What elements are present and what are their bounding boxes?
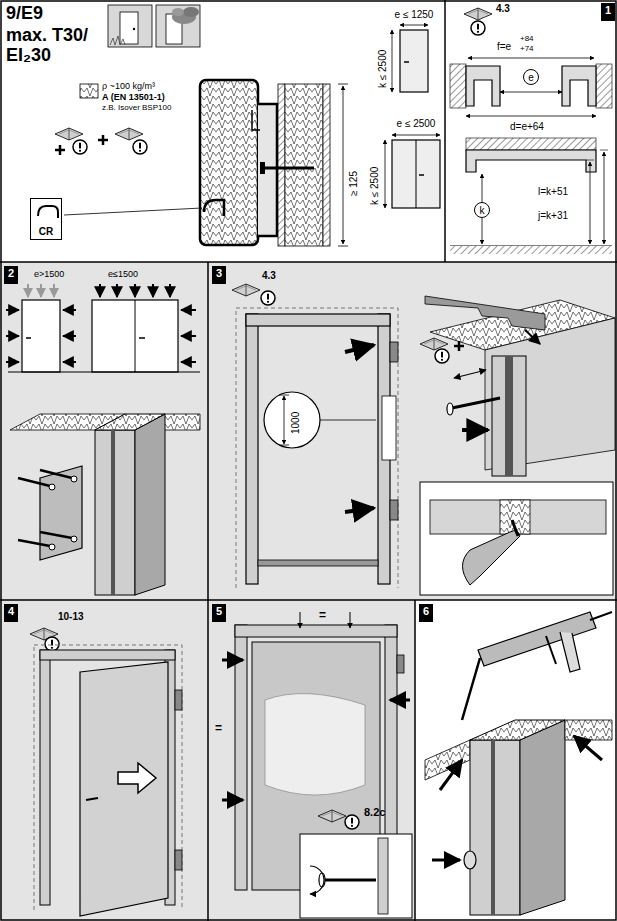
dimension-formula: j=k+31 xyxy=(538,210,568,221)
dimension: k ≤ 2500 xyxy=(377,50,388,88)
manual-reference: 10-13 xyxy=(58,611,84,622)
dimension: k ≤ 2500 xyxy=(369,167,380,205)
dimension: ≥ 125 xyxy=(348,171,359,196)
width-condition: e>1500 xyxy=(34,270,64,280)
equal-gap-mark: = xyxy=(215,722,222,735)
manual-reference: 4.3 xyxy=(496,3,510,14)
dimension-symbol: e xyxy=(528,72,534,83)
step-number: 6 xyxy=(419,604,433,622)
tolerance: +74 xyxy=(520,45,534,54)
step-number: 2 xyxy=(4,266,18,284)
step-number-text: 4 xyxy=(4,604,18,618)
material-class: A (EN 13501-1) xyxy=(102,93,165,103)
fire-rating: max. T30/ EI₂30 xyxy=(6,26,98,66)
product-example: z.B. Isover BSP100 xyxy=(102,104,171,113)
manual-reference: 8.2c xyxy=(364,806,385,818)
profile-icon-box: CR xyxy=(30,198,62,240)
density-note: ρ ~100 kg/m³ xyxy=(102,82,155,92)
step-number-text: 1 xyxy=(601,3,615,17)
page-title: 9/E9 xyxy=(6,4,43,24)
step-number: 5 xyxy=(212,604,226,622)
step-number-text: 6 xyxy=(419,604,433,618)
step-number: 4 xyxy=(4,604,18,622)
dimension: e ≤ 1250 xyxy=(395,9,434,20)
step-number-text: 5 xyxy=(212,604,226,618)
step-number: 1 xyxy=(601,3,615,21)
step-number-text: 2 xyxy=(4,266,18,280)
step-number: 3 xyxy=(212,266,226,284)
dimension-symbol: k xyxy=(480,205,485,216)
manual-reference: 4.3 xyxy=(262,270,276,281)
dimension: e ≤ 2500 xyxy=(397,118,436,129)
dimension-formula: d=e+64 xyxy=(510,121,544,132)
step-number-text: 3 xyxy=(212,266,226,280)
equal-gap-mark: = xyxy=(319,609,326,622)
dimension: 1000 xyxy=(290,412,301,434)
width-condition: e≤1500 xyxy=(108,270,138,280)
dimension-formula: f=e xyxy=(497,41,511,52)
profile-code: CR xyxy=(39,226,53,237)
dimension-formula: l=k+51 xyxy=(538,186,568,197)
tolerance: +84 xyxy=(520,35,534,44)
